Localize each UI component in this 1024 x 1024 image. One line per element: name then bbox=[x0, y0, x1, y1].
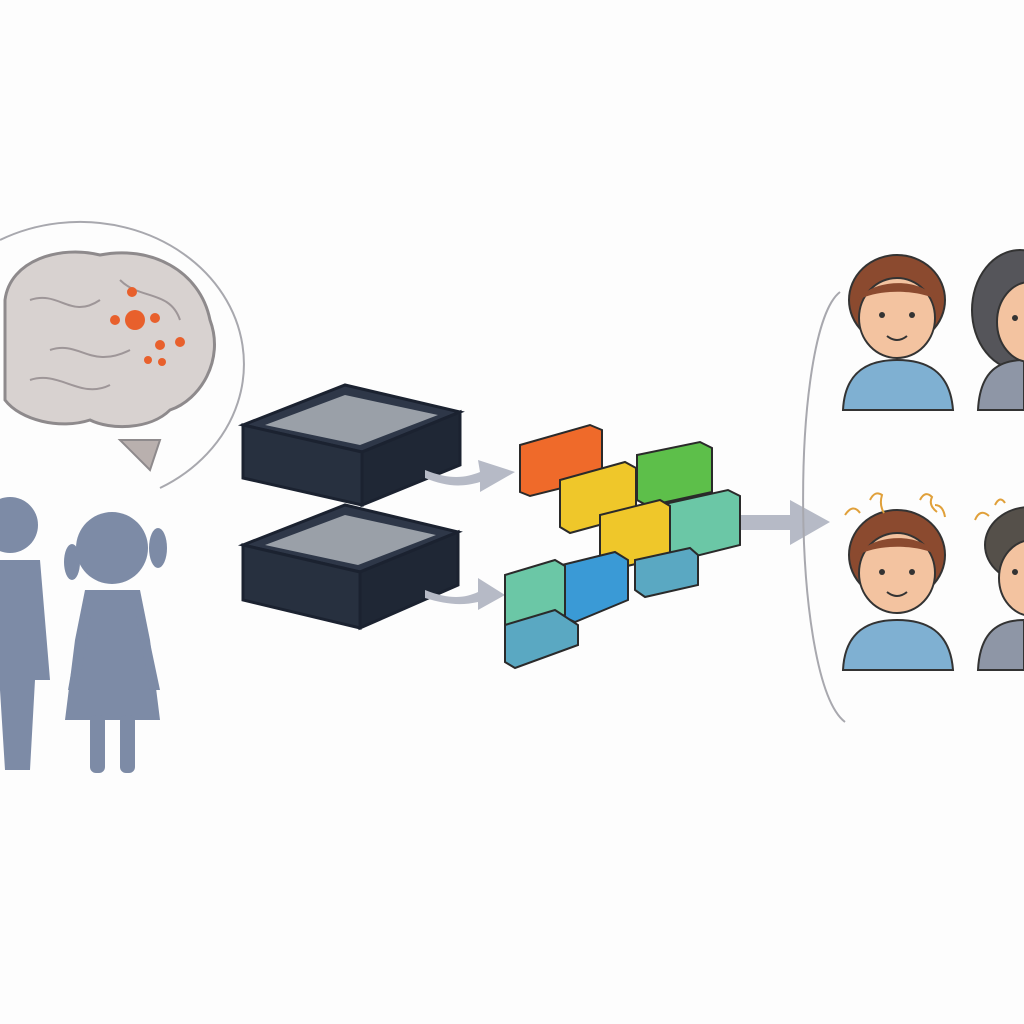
child-face-icon bbox=[971, 249, 1024, 411]
data-blocks-icon bbox=[504, 423, 741, 670]
child-silhouette-icon bbox=[64, 512, 167, 773]
child-face-icon bbox=[974, 498, 1024, 671]
arrow-icon bbox=[425, 460, 830, 610]
stress-marks-icon bbox=[844, 492, 946, 518]
bracket-icon bbox=[802, 291, 846, 723]
child-face-icon bbox=[841, 492, 955, 671]
mri-scanner-icon bbox=[237, 503, 463, 631]
mri-scanner-icon bbox=[237, 383, 465, 508]
brain-icon bbox=[0, 220, 245, 489]
activation-spots bbox=[110, 287, 185, 366]
child-silhouette-icon bbox=[0, 497, 50, 770]
child-face-icon bbox=[841, 254, 955, 411]
